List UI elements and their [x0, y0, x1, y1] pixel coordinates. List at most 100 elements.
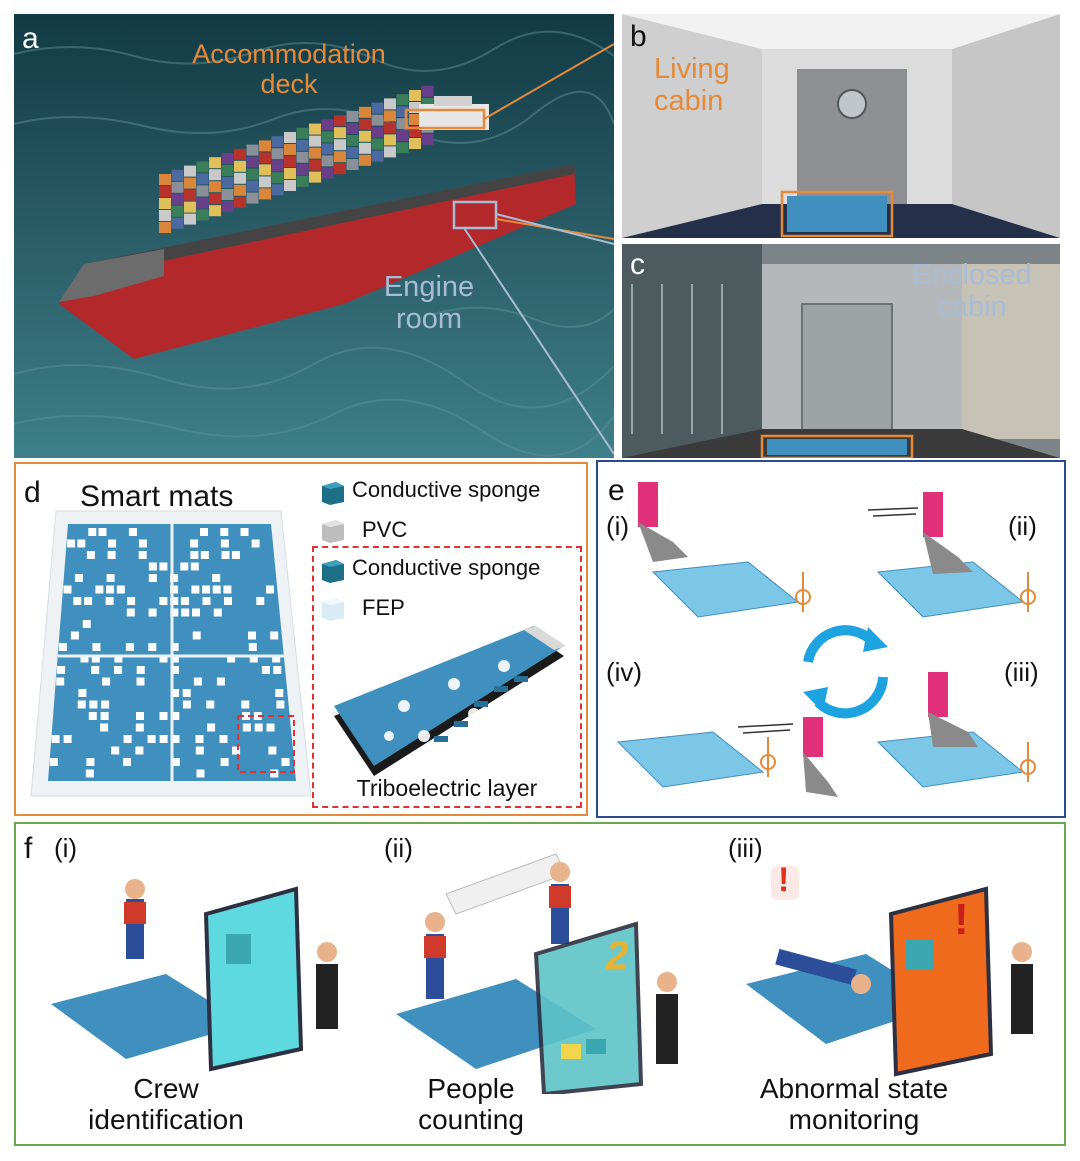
step-label: (i) [606, 511, 630, 541]
manager-figure [656, 972, 678, 1064]
mat-pixel [56, 677, 65, 686]
container-block [334, 163, 346, 175]
leg-step-ii [923, 492, 973, 574]
container-block [221, 165, 234, 176]
mat-pixel [159, 735, 168, 743]
container-block [171, 217, 184, 229]
mat-pixel [182, 689, 191, 697]
panel-b-letter: b [630, 20, 647, 53]
container-block [271, 172, 284, 184]
container-block [271, 136, 284, 148]
container-block [296, 175, 309, 187]
mat-pixel [91, 666, 100, 674]
step-label: (ii) [1008, 511, 1037, 541]
mat-pixel-pattern [49, 528, 290, 778]
mat-pixel [107, 551, 116, 559]
container-block [196, 185, 209, 197]
abnormal-monitoring-scene [746, 866, 1033, 1077]
container-block [409, 114, 421, 125]
mat-pixel [82, 620, 91, 628]
mat-pixel [91, 654, 100, 663]
scene-index: (iii) [728, 833, 763, 863]
container-block [196, 161, 209, 173]
container-block [209, 157, 221, 169]
mat-pixel [191, 585, 200, 594]
container-block [171, 205, 184, 217]
container-block [209, 169, 221, 181]
container-block [296, 163, 309, 175]
mat-pixel [216, 677, 225, 686]
mat-pixel [190, 539, 199, 548]
container-block [409, 90, 421, 101]
container-block [334, 139, 346, 151]
container-block [221, 153, 234, 164]
mat-pixel [108, 539, 117, 548]
mat-pixel [212, 585, 221, 594]
mat-pixel [63, 585, 72, 594]
panel-b: b Living cabin [622, 14, 1060, 238]
leg-step-iv [803, 717, 838, 797]
mat-pixel [261, 666, 270, 674]
container-stack [159, 85, 434, 233]
container-block [409, 102, 421, 113]
sea-waves [14, 30, 614, 457]
mat-pixel [88, 528, 97, 536]
container-block [321, 143, 334, 155]
container-block [334, 151, 346, 163]
light-cube-icon [322, 598, 344, 621]
mat-pixel [220, 539, 229, 548]
container-block [159, 222, 171, 233]
panel-a: a Accommodation deck Engine room [14, 14, 614, 458]
mat-pixel [67, 539, 76, 548]
mat-pixel [70, 631, 79, 640]
mat-pixel [135, 746, 144, 755]
mat-pixel [77, 700, 86, 709]
mat-pixel [256, 597, 265, 605]
mat-pixel [248, 631, 256, 640]
container-block [271, 160, 284, 172]
container-block [371, 102, 384, 114]
container-block [284, 168, 296, 179]
container-block [321, 131, 334, 143]
alert-screen-panel [888, 886, 994, 1077]
mat-pixel [276, 700, 285, 709]
mat-pixel [223, 585, 232, 594]
worker-figure [124, 879, 146, 959]
mat-pixel [136, 677, 145, 686]
mat-pixel [170, 666, 179, 674]
mat-pixel [127, 597, 136, 605]
mat-pixel [249, 654, 258, 663]
container-block [246, 192, 259, 204]
container-block [171, 169, 184, 181]
leg-step-i [638, 482, 688, 562]
triboelectric-layer-caption: Triboelectric layer [356, 775, 538, 801]
mat-pixel [148, 574, 157, 582]
legend-item: Conductive sponge [316, 476, 586, 508]
container-block [284, 180, 296, 191]
engine-room-label: Engine room [383, 271, 475, 335]
mat-pixel [275, 689, 284, 697]
ship-hull [59, 164, 576, 359]
container-block [284, 156, 296, 167]
mat-pixel [111, 746, 120, 755]
mat-pixel [241, 700, 250, 709]
enclosed-cabin-label: Enclosed cabin [912, 259, 1032, 323]
zoom-region-box [237, 715, 295, 773]
container-block [309, 171, 321, 183]
mat-pixel [116, 585, 125, 594]
mat-pixel [170, 574, 178, 582]
container-block [259, 176, 271, 188]
mat-pixel [171, 712, 180, 720]
living-cabin-label: Living cabin [654, 53, 730, 117]
container-block [196, 197, 209, 209]
mat-pixel [114, 666, 122, 674]
enclosed-door [801, 303, 893, 435]
container-block [421, 97, 434, 109]
mat-pixel [106, 585, 115, 594]
container-block [159, 198, 171, 209]
alert-icon [771, 866, 799, 900]
container-block [371, 150, 384, 162]
mat-pixel [242, 712, 250, 720]
container-block [359, 106, 371, 118]
engine-cabin-scene [622, 244, 1060, 458]
